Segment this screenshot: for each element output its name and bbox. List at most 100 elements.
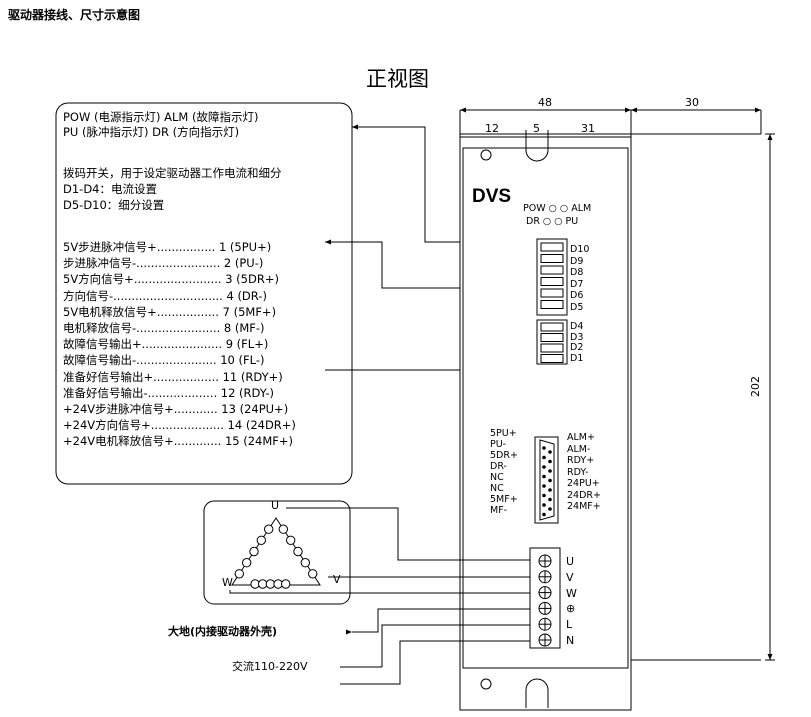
info-box-frame bbox=[55, 102, 353, 485]
led-row-1: POW ○ ○ ALM bbox=[523, 203, 592, 214]
dip-switch bbox=[540, 300, 564, 309]
terminal-label: N bbox=[566, 634, 575, 647]
connector-pin bbox=[548, 459, 552, 464]
motor-delta bbox=[231, 517, 321, 586]
dip-label: D2 bbox=[570, 342, 584, 353]
connector-pin bbox=[548, 507, 552, 511]
motor-coil-loop bbox=[242, 558, 252, 568]
signal-row: 5V电机释放信号+................. 7 (5MF+) bbox=[63, 304, 277, 319]
page-heading: 驱动器接线、尺寸示意图 bbox=[8, 8, 141, 22]
connector-pin bbox=[548, 488, 552, 492]
driver-panel bbox=[462, 147, 629, 669]
motor-box-frame bbox=[203, 500, 351, 605]
signal-row: +24V电机释放信号+............. 15 (24MF+) bbox=[63, 434, 294, 449]
connector-pin bbox=[548, 497, 552, 502]
dip-label: D5 bbox=[570, 301, 584, 313]
dip-switch bbox=[540, 354, 564, 363]
signal-row: 步进脉冲信号-....................... 2 (PU-) bbox=[63, 256, 264, 271]
connector-pin-label: NC bbox=[490, 472, 504, 483]
signal-row: 准备好信号输出+.................. 11 (RDY+) bbox=[63, 369, 283, 384]
dip-note-1: 拨码开关，用于设定驱动器工作电流和细分 bbox=[63, 166, 282, 180]
connector-pin-label: MF- bbox=[490, 505, 508, 516]
terminal-block bbox=[529, 547, 561, 649]
dip-note-2: D1-D4：电流设置 bbox=[63, 182, 157, 196]
dip-switch bbox=[540, 277, 564, 286]
connector-pin bbox=[548, 469, 552, 473]
motor-u-label: U bbox=[271, 499, 280, 512]
dip-switch bbox=[540, 333, 564, 342]
connector-pin bbox=[542, 474, 546, 479]
motor-coil-loop bbox=[256, 535, 266, 545]
dip-block-top bbox=[536, 238, 568, 316]
signal-row: 故障信号输出-...................... 10 (FL-) bbox=[63, 353, 265, 368]
dip-label: D8 bbox=[570, 267, 584, 278]
connector-pin-label: DR- bbox=[490, 461, 507, 472]
motor-coil-loop bbox=[265, 579, 276, 589]
ground-label: 大地(内接驱动器外壳) bbox=[168, 625, 278, 638]
motor-coil-loop bbox=[293, 546, 303, 557]
connector-pin-label: PU- bbox=[490, 439, 507, 450]
motor-coil-loop bbox=[249, 546, 259, 557]
connector-pin bbox=[542, 484, 546, 488]
dip-block-bottom bbox=[536, 319, 568, 365]
connector-pin-label: NC bbox=[490, 483, 504, 494]
ac-input-label: 交流110-220V bbox=[232, 660, 308, 673]
signal-row: 电机释放信号-....................... 8 (MF-) bbox=[63, 321, 265, 335]
dip-switch bbox=[540, 254, 564, 263]
connector-pin-label: 5PU+ bbox=[490, 428, 517, 439]
connector-pin bbox=[542, 503, 546, 507]
signal-row: 准备好信号输出-................... 12 (RDY-) bbox=[63, 385, 275, 400]
signal-row: 故障信号输出+...................... 9 (FL+) bbox=[63, 337, 269, 352]
connector-pin-label: ALM- bbox=[567, 443, 591, 455]
view-title: 正视图 bbox=[366, 67, 429, 91]
signal-row: +24V步进脉冲信号+............ 13 (24PU+) bbox=[63, 402, 289, 416]
connector-pin-label: 5MF+ bbox=[490, 494, 518, 505]
motor-coil-loop bbox=[300, 558, 310, 568]
connector-pin bbox=[548, 478, 552, 483]
dip-label: D1 bbox=[570, 352, 584, 364]
connector-pin-label: 24MF+ bbox=[567, 501, 601, 512]
connector-pin bbox=[542, 446, 546, 450]
connector-pin bbox=[542, 512, 546, 517]
connector-pin-label: 24DR+ bbox=[567, 489, 601, 501]
dim-48: 48 bbox=[538, 96, 552, 109]
dip-switch bbox=[540, 265, 564, 275]
motor-coil-loop bbox=[281, 579, 291, 589]
motor-coil-loop bbox=[286, 535, 296, 545]
led-legend-2: PU (脉冲指示灯) DR (方向指示灯) bbox=[63, 125, 240, 139]
dip-label: D3 bbox=[570, 331, 584, 343]
connector-pin-label: 5DR+ bbox=[490, 450, 518, 461]
dip-switch bbox=[540, 322, 564, 332]
motor-coil-loop bbox=[308, 569, 318, 579]
signal-row: 5V方向信号+........................ 3 (5DR+) bbox=[63, 272, 279, 287]
dip-label: D6 bbox=[570, 290, 584, 301]
motor-coil-loop bbox=[258, 579, 268, 589]
dip-label: D10 bbox=[570, 244, 590, 255]
dip-label: D7 bbox=[570, 278, 584, 290]
dim-31: 31 bbox=[581, 122, 595, 135]
dim-30: 30 bbox=[685, 96, 699, 109]
dip-note-3: D5-D10：细分设置 bbox=[63, 198, 165, 212]
signal-row: +24V方向信号+.................... 14 (24DR+) bbox=[63, 418, 296, 433]
connector-pin-label: RDY- bbox=[567, 466, 589, 478]
signal-row: 方向信号-.............................. 4 (D… bbox=[63, 288, 267, 303]
connector-pin-label: ALM+ bbox=[567, 432, 595, 443]
dip-switch bbox=[540, 242, 564, 252]
connector-pin bbox=[548, 450, 552, 454]
led-legend-1: POW (电源指示灯) ALM (故障指示灯) bbox=[63, 110, 259, 124]
terminal-label: ⊕ bbox=[566, 602, 576, 616]
terminal-label: U bbox=[566, 555, 575, 568]
brand-label: DVS bbox=[472, 186, 512, 207]
motor-w-label: W bbox=[222, 576, 233, 589]
terminal-label: V bbox=[566, 570, 574, 584]
terminal-label: W bbox=[566, 586, 577, 600]
dip-label: D9 bbox=[570, 255, 584, 267]
connector-pin bbox=[542, 493, 546, 498]
connector-pin bbox=[542, 465, 546, 469]
led-row-2: DR ○ ○ PU bbox=[526, 216, 579, 227]
connector-pin-label: 24PU+ bbox=[567, 478, 600, 489]
motor-v-label: V bbox=[333, 573, 341, 586]
dim-12: 12 bbox=[485, 122, 499, 135]
